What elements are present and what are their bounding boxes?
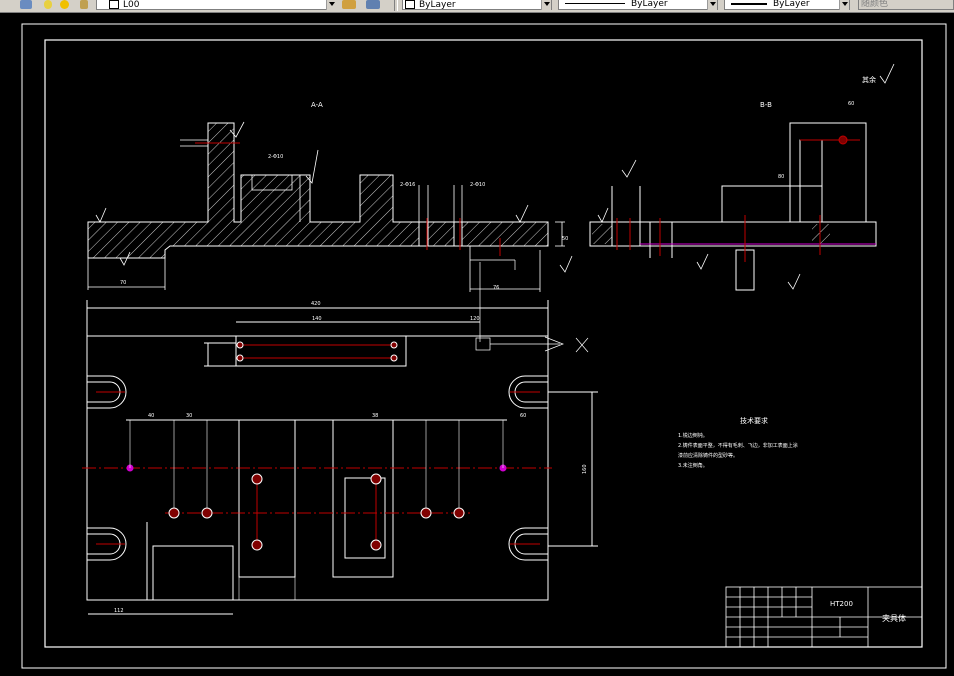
tech-line-3: 漆前应清除铸件的型砂等。 xyxy=(678,452,738,459)
plotstyle-dropdown[interactable]: 随颜色 xyxy=(858,0,954,10)
dim-30-label: 30 xyxy=(186,413,192,419)
dim-60-label: 60 xyxy=(520,413,526,419)
section-b-view xyxy=(589,122,877,291)
overall-width-label: 420 xyxy=(311,301,321,307)
paper-border xyxy=(21,23,947,669)
lineweight-preview-icon xyxy=(731,2,767,5)
hole xyxy=(370,539,382,551)
hole xyxy=(236,341,244,349)
hole xyxy=(420,507,432,519)
toolbar-separator xyxy=(394,0,398,11)
tech-line-1: 1.锐边倒钝。 xyxy=(678,432,708,439)
properties-toolbar: L00 ByLayer ByLayer ByLayer 随颜色 xyxy=(0,0,954,13)
linetype-preview-icon xyxy=(565,3,625,4)
dim-40-label: 40 xyxy=(148,413,154,419)
holes-b-label: 2-Φ10 xyxy=(470,182,485,188)
hole xyxy=(390,341,398,349)
layer-lock-icon[interactable] xyxy=(80,0,88,9)
dim-80-label: 80 xyxy=(778,174,784,180)
linetype-dropdown-arrow-icon[interactable] xyxy=(707,0,717,10)
section-a-lines xyxy=(87,139,565,292)
hole xyxy=(370,473,382,485)
plan-view-dimension-ext xyxy=(129,420,504,600)
hole xyxy=(251,539,263,551)
layer-dropdown[interactable]: L00 xyxy=(96,0,336,10)
hole xyxy=(236,354,244,362)
color-dropdown-arrow-icon[interactable] xyxy=(541,0,551,10)
sun-icon[interactable] xyxy=(60,0,69,9)
layer-color-swatch xyxy=(109,0,119,9)
section-b-label: B-B xyxy=(760,101,772,109)
plan-view-outline xyxy=(86,300,598,615)
roughness-symbols-b xyxy=(597,159,801,290)
tech-title: 技术要求 xyxy=(740,416,768,425)
lineweight-dropdown[interactable]: ByLayer xyxy=(724,0,850,10)
linetype-value: ByLayer xyxy=(631,0,668,9)
linetype-dropdown[interactable]: ByLayer xyxy=(558,0,718,10)
make-object-layer-current-icon[interactable] xyxy=(342,0,356,9)
color-value: ByLayer xyxy=(419,0,456,10)
layer-previous-icon[interactable] xyxy=(366,0,380,9)
hole xyxy=(251,473,263,485)
plan-view-dimensions: 420 140 120 160 112 40 30 38 60 xyxy=(114,301,588,614)
holes-c-label: 2-Φ16 xyxy=(400,182,415,188)
layer-dropdown-arrow-icon[interactable] xyxy=(326,0,336,10)
dim-112-label: 112 xyxy=(114,608,124,614)
hole xyxy=(168,507,180,519)
section-a-annotations: 70 2-Φ10 2-Φ16 2-Φ10 76 50 xyxy=(120,154,568,291)
tech-line-2: 2.铸件表面平整，不得有毛刺、飞边，非加工表面上涂 xyxy=(678,442,798,449)
layer-value: L00 xyxy=(123,0,140,10)
dim-120-label: 120 xyxy=(470,316,480,322)
plan-view-centerlines xyxy=(82,344,552,550)
section-b-hatching xyxy=(592,224,830,244)
color-dropdown[interactable]: ByLayer xyxy=(402,0,552,10)
dim-60-b-label: 60 xyxy=(848,101,854,107)
other-roughness-symbol xyxy=(879,63,895,84)
other-roughness-label: 其余 xyxy=(862,75,876,84)
dim-70-label: 70 xyxy=(120,280,126,286)
pin-hole-b xyxy=(838,135,848,145)
material-label: HT200 xyxy=(830,600,853,608)
layer-manager-icon[interactable] xyxy=(20,0,32,9)
drawing-canvas[interactable]: A-A 70 2-Φ10 2-Φ16 2-Φ10 76 50 xyxy=(0,13,954,676)
section-a-view xyxy=(87,122,549,259)
title-block xyxy=(725,586,923,648)
hole xyxy=(201,507,213,519)
technical-notes: 技术要求 1.锐边倒钝。 2.铸件表面平整，不得有毛刺、飞边，非加工表面上涂 漆… xyxy=(678,416,798,469)
dim-160-label: 160 xyxy=(582,464,588,474)
lineweight-dropdown-arrow-icon[interactable] xyxy=(839,0,849,10)
dim-76-label: 76 xyxy=(493,285,499,291)
hole xyxy=(453,507,465,519)
plan-view-holes xyxy=(126,341,507,551)
dim-50-label: 50 xyxy=(562,236,568,242)
roughness-symbols-a xyxy=(95,121,573,273)
plotstyle-value: 随颜色 xyxy=(861,0,889,9)
section-a-centerlines xyxy=(195,142,501,256)
tech-line-4: 3.未注倒角。 xyxy=(678,462,708,469)
section-a-label: A-A xyxy=(311,101,323,109)
inner-border xyxy=(44,39,923,648)
lineweight-value: ByLayer xyxy=(773,0,810,9)
hole xyxy=(390,354,398,362)
section-b-centerlines xyxy=(616,139,860,262)
color-swatch xyxy=(405,0,415,9)
dim-140-label: 140 xyxy=(312,316,322,322)
section-b-annotations: 80 60 xyxy=(778,101,854,180)
holes-a-label: 2-Φ10 xyxy=(268,154,283,160)
dim-38-label: 38 xyxy=(372,413,378,419)
leader-lines-a xyxy=(470,259,589,353)
part-name-label: 夹具体 xyxy=(882,613,906,623)
lightbulb-icon[interactable] xyxy=(44,0,52,9)
